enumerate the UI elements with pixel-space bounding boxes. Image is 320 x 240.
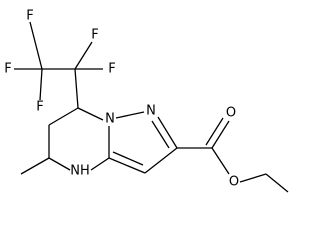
atom-f-right: F (108, 62, 115, 77)
atom-o-carbonyl: O (226, 106, 236, 121)
molecule-diagram: F F F F F N N NH O O (4, 9, 289, 193)
atom-f-lower: F (36, 100, 43, 115)
bond-cf3-f-top-left (29, 21, 43, 70)
bond-o-ethyl-ch2 (239, 173, 267, 183)
bond-cf2-f-top (74, 41, 93, 70)
bond-carbonyl-o-double-a (211, 120, 230, 149)
atom-o-ester: O (229, 175, 239, 190)
bond-n8-n1 (115, 111, 145, 119)
bond-c5-methyl (20, 157, 50, 175)
bond-ethyl-ch2-ch3 (265, 173, 289, 193)
bond-nh-c3a (90, 157, 110, 171)
bond-c7-c6 (48, 107, 79, 126)
atom-f-top-right: F (91, 28, 98, 43)
atom-n8: N (105, 112, 115, 127)
chemical-structure-canvas: F F F F F N N NH O O (4, 8, 289, 193)
bond-c2-c3 (144, 147, 178, 174)
bond-carbonyl-o-ester (211, 147, 230, 175)
bond-c3-c3a-double (112, 151, 144, 166)
atom-nh: NH (70, 164, 90, 179)
bond-cf2-c7 (74, 68, 79, 109)
atom-f-left: F (4, 62, 11, 77)
bond-carbonyl-o-double-b (205, 117, 224, 146)
bond-n8-c7 (77, 107, 104, 121)
bond-layer (14, 21, 289, 193)
bond-cf3-f-lower (39, 68, 43, 101)
bond-c5-nh (48, 157, 71, 171)
atom-n1: N (146, 104, 156, 119)
bond-c3-c3a (108, 157, 146, 174)
bond-n1-c2 (157, 116, 178, 149)
atom-f-top-left: F (26, 9, 33, 24)
bond-n1-c2-double (151, 120, 170, 149)
atom-label-layer: F F F F F N N NH O O (4, 9, 239, 190)
